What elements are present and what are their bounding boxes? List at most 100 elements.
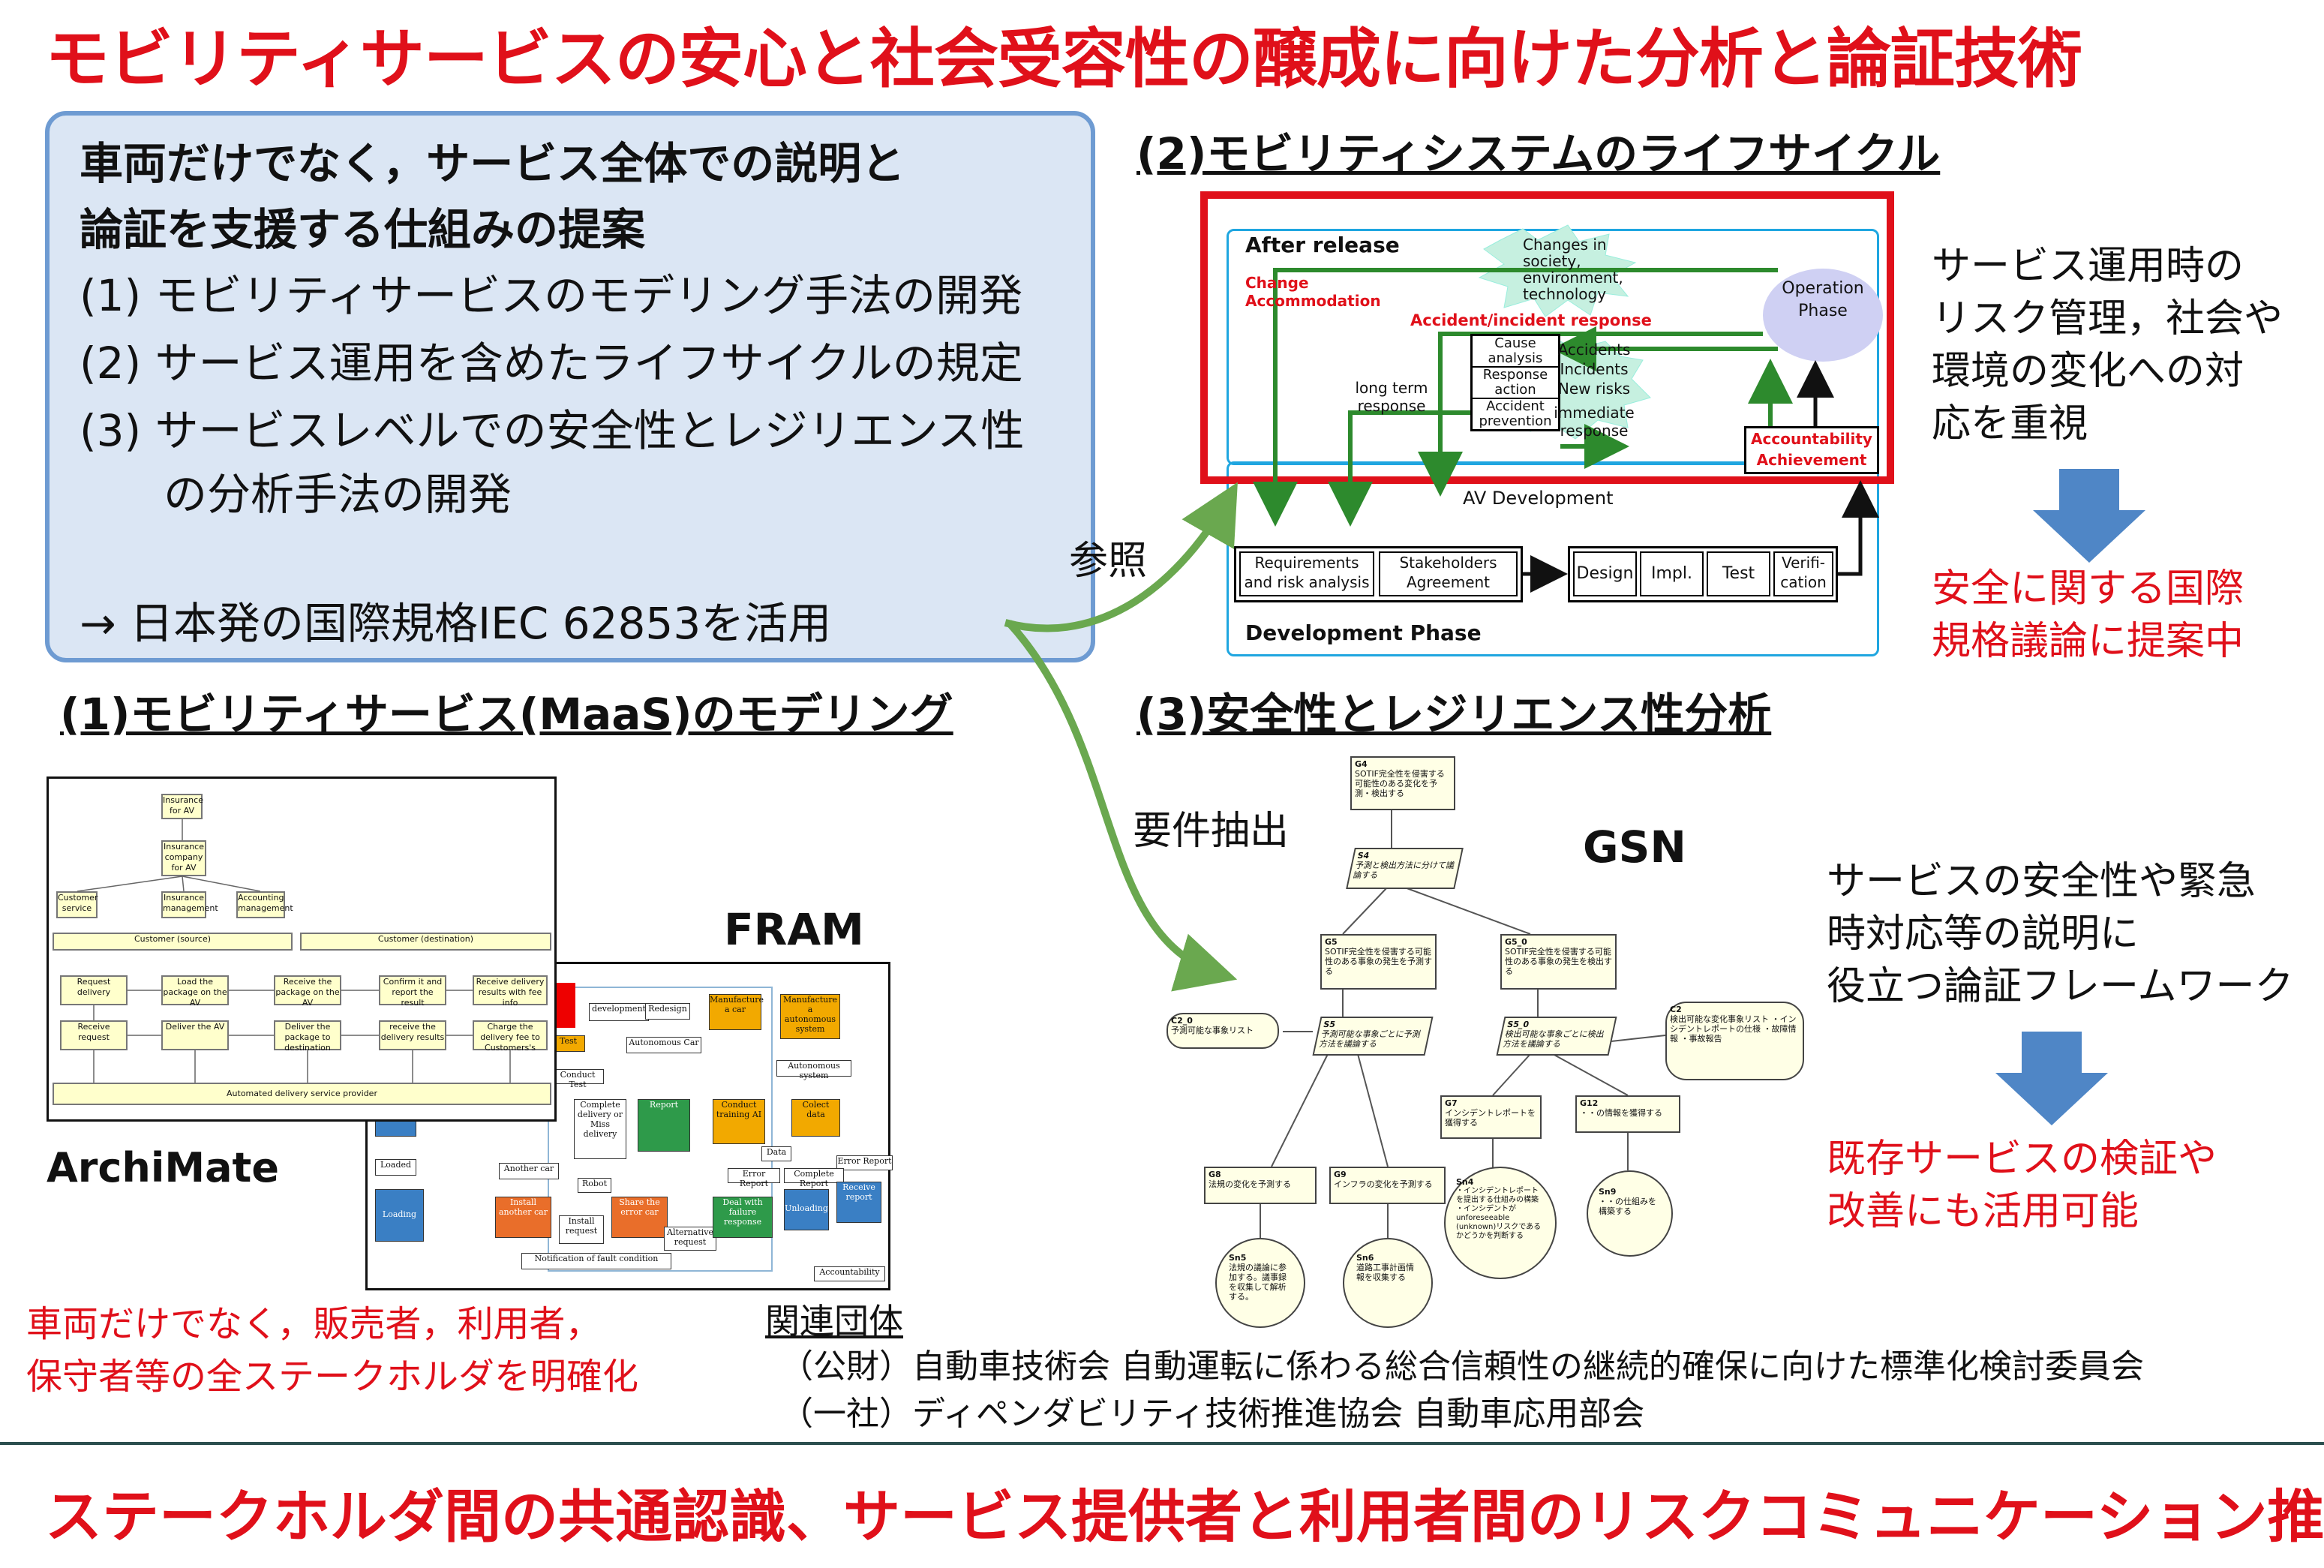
- proposal-item-3-line1: (3) サービスレベルでの安全性とレジリエンス性: [80, 405, 1025, 456]
- arch-accounting-mgmt: Accounting management: [236, 891, 293, 918]
- gsn-s5: S5 予測可能な事象ごとに予測方法を議論する: [1312, 1017, 1434, 1056]
- gsn-c2: C2 検出可能な変化事象リスト ・インシデントレポートの仕様 ・故障情報 ・事故…: [1665, 1002, 1804, 1080]
- gsn-g4-id: G4: [1355, 759, 1368, 769]
- gsn-g5-0: G5_0 SOTIF完全性を侵害する可能性のある事象の発生を検出する: [1500, 934, 1617, 990]
- fram-install-another: Install another car: [495, 1197, 551, 1238]
- gsn-note-line2: 時対応等の説明に: [1827, 912, 2139, 957]
- gsn-g5-id: G5: [1325, 937, 1338, 947]
- fram-label: FRAM: [724, 904, 864, 955]
- gsn-sn5: Sn5 法規の議論に参加する。議事録を収集して解析する。: [1215, 1238, 1305, 1328]
- fram-accountability: Accountability: [814, 1266, 885, 1281]
- gsn-g7-id: G7: [1445, 1098, 1458, 1108]
- gsn-s5-id: S5: [1322, 1020, 1337, 1029]
- gsn-g5-0-id: G5_0: [1505, 937, 1527, 947]
- section1-title: (1)モビリティサービス(MaaS)のモデリング: [60, 689, 953, 740]
- gsn-g8: G8 法規の変化を予測する: [1204, 1167, 1317, 1204]
- proposal-item-1: (1) モビリティサービスのモデリング手法の開発: [80, 270, 1023, 321]
- lifecycle-note-line4: 応を重視: [1932, 401, 2088, 446]
- fram-receive-report: Receive report: [836, 1182, 881, 1223]
- fram-loading: Loading: [375, 1189, 424, 1242]
- fram-collect-data: Colect data: [791, 1099, 840, 1137]
- gsn-g5: G5 SOTIF完全性を侵害する可能性のある事象の発生を予測する: [1320, 934, 1437, 990]
- stakeholder-note-line1: 車両だけでなく，販売者，利用者，: [26, 1303, 602, 1345]
- change-accommodation-label: Change Accommodation: [1245, 274, 1381, 310]
- changes-label: Changes in society, environment, technol…: [1523, 236, 1623, 303]
- accident-prevention: Accident prevention: [1479, 398, 1552, 429]
- arch-row1-1: Request delivery: [60, 975, 128, 1005]
- response-stack: Cause analysis Response action Accident …: [1470, 334, 1560, 431]
- lifecycle-note-line1: サービス運用時の: [1932, 244, 2244, 289]
- related-heading: 関連団体: [765, 1301, 903, 1341]
- development-frame: [1227, 461, 1879, 656]
- proposal-status-line2: 規格議論に提案中: [1932, 619, 2244, 664]
- bottom-message: ステークホルダ間の共通認識、サービス提供者と利用者間のリスクコミュニケーション推…: [45, 1483, 2324, 1550]
- stakeholder-note: 車両だけでなく，販売者，利用者， 保守者等の全ステークホルダを明確化: [26, 1298, 638, 1403]
- arch-row2-1: Receive request: [60, 1020, 128, 1050]
- arch-provider: Automated delivery service provider: [53, 1083, 551, 1105]
- gsn-g12-text: ・・の情報を獲得する: [1580, 1108, 1662, 1118]
- operation-phase-label: Operation Phase: [1782, 279, 1864, 320]
- incidents-label: Incidents: [1560, 360, 1629, 378]
- bottom-divider: [0, 1442, 2324, 1445]
- proposal-heading: 車両だけでなく，サービス全体での説明と 論証を支援する仕組みの提案: [80, 131, 905, 263]
- fram-complete-delivery: Complete delivery or Miss delivery: [574, 1099, 626, 1159]
- stakeholder-note-line2: 保守者等の全ステークホルダを明確化: [26, 1356, 639, 1398]
- lifecycle-diagram: After release Changes in society, enviro…: [1200, 188, 1898, 660]
- lifecycle-note: サービス運用時の リスク管理，社会や 環境の変化への対 応を重視: [1932, 240, 2307, 450]
- gsn-sn9: Sn9 ・・の仕組みを構築する: [1587, 1170, 1673, 1257]
- proposal-status-line1: 安全に関する国際: [1932, 566, 2244, 611]
- fram-another-car: Another car: [499, 1163, 559, 1179]
- test-box: Test: [1707, 551, 1770, 596]
- fram-unloading: Unloading: [784, 1189, 829, 1230]
- gsn-g7-text: インシデントレポートを獲得する: [1445, 1108, 1536, 1128]
- arch-insurance-av: Insurance for AV: [161, 794, 203, 819]
- arch-customer-source: Customer (source): [53, 933, 293, 951]
- proposal-panel: 車両だけでなく，サービス全体での説明と 論証を支援する仕組みの提案 (1) モビ…: [45, 111, 1095, 662]
- after-release-label: After release: [1245, 233, 1400, 257]
- proposal-item-3-line2: の分析手法の開発: [164, 469, 512, 520]
- gsn-g4-text: SOTIF完全性を侵害する可能性のある変化を予測・検出する: [1355, 769, 1445, 798]
- design-box: Design: [1573, 551, 1637, 596]
- gsn-s5-text: 予測可能な事象ごとに予測方法を議論する: [1318, 1029, 1422, 1049]
- fram-development: development: [589, 1003, 649, 1021]
- proposal-heading-line2: 論証を支援する仕組みの提案: [80, 204, 646, 255]
- gsn-s4-text: 予測と検出方法に分けて議論する: [1352, 861, 1456, 880]
- verification-box: Verifi-cation: [1773, 551, 1833, 596]
- gsn-s5-0-id: S5_0: [1506, 1020, 1530, 1029]
- gsn-g8-text: 法規の変化を予測する: [1209, 1179, 1291, 1189]
- down-arrow-2: [1995, 1032, 2108, 1125]
- fram-report: Report: [638, 1099, 690, 1152]
- gsn-use-line1: 既存サービスの検証や: [1827, 1137, 2217, 1182]
- av-development-label: AV Development: [1463, 488, 1614, 509]
- proposal-status: 安全に関する国際 規格議論に提案中: [1932, 563, 2307, 668]
- fram-autonomous-system: Autonomous system: [776, 1060, 851, 1080]
- gsn-note-line1: サービスの安全性や緊急: [1827, 859, 2256, 904]
- fram-data: Data: [761, 1146, 791, 1161]
- fram-install-request: Install request: [559, 1215, 604, 1244]
- gsn-note-line3: 役立つ論証フレームワーク: [1827, 964, 2294, 1009]
- dev-steps-group: Design Impl. Test Verifi-cation: [1568, 546, 1838, 602]
- sansho-label: 参照: [1069, 539, 1148, 584]
- gsn-g4: G4 SOTIF完全性を侵害する可能性のある変化を予測・検出する: [1350, 756, 1455, 810]
- gsn-sn6-text: 道路工事計画情報を収集する: [1356, 1263, 1414, 1282]
- down-arrow-1: [2033, 469, 2145, 563]
- proposal-heading-line1: 車両だけでなく，サービス全体での説明と: [80, 138, 905, 189]
- fram-error-report: Error Report: [836, 1155, 893, 1170]
- fram-redesign: Redesign: [645, 1003, 690, 1020]
- gsn-s4-id: S4: [1356, 851, 1371, 861]
- gsn-sn9-text: ・・の仕組みを構築する: [1599, 1197, 1656, 1216]
- arch-row1-2: Load the package on the AV: [161, 975, 229, 1008]
- gsn-g12: G12 ・・の情報を獲得する: [1575, 1095, 1680, 1133]
- gsn-sn4-text: ・インシデントレポートを提出する仕組みの構築 ・インシデントがunforesee…: [1456, 1187, 1542, 1240]
- related-line2: （一社）ディペンダビリティ技術推進協会 自動車応用部会: [780, 1395, 1645, 1433]
- gsn-g7: G7 インシデントレポートを獲得する: [1440, 1095, 1542, 1139]
- accountability-box: Accountability Achievement: [1744, 426, 1879, 474]
- proposal-item-2: (2) サービス運用を含めたライフサイクルの規定: [80, 338, 1023, 389]
- fram-autonomous-car: Autonomous Car: [626, 1037, 701, 1053]
- gsn-g12-id: G12: [1580, 1098, 1599, 1108]
- gsn-c2-text: 検出可能な変化事象リスト ・インシデントレポートの仕様 ・故障情報 ・事故報告: [1670, 1014, 1797, 1044]
- arch-row1-5: Receive delivery results with fee info: [473, 975, 548, 1008]
- gsn-connectors: [1260, 809, 1666, 1238]
- arch-row2-4: receive the delivery results: [379, 1020, 446, 1050]
